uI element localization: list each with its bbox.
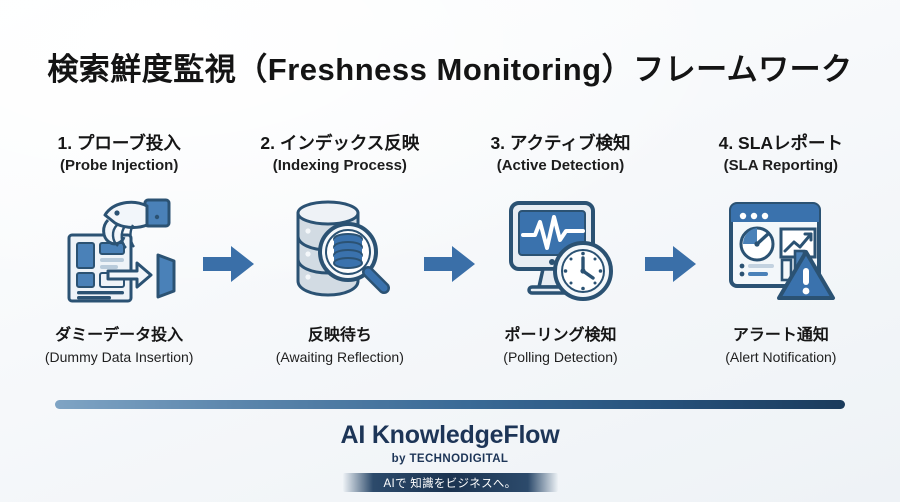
- monitor-pulse-clock-icon: [505, 195, 615, 307]
- step-4-title-en: (SLA Reporting): [723, 157, 839, 175]
- step-1-caption-en: (Dummy Data Insertion): [44, 349, 194, 366]
- step-3-caption-en: (Polling Detection): [503, 349, 618, 366]
- step-1-icon-wrap: [61, 192, 177, 310]
- step-4-sla-reporting: 4. SLAレポート (SLA Reporting): [702, 132, 860, 367]
- arrow-right-icon: [644, 244, 697, 289]
- robot-hand-document-injection-icon: [61, 195, 177, 307]
- brand-name: AI KnowledgeFlow: [340, 421, 560, 449]
- step-2-icon-wrap: [284, 192, 396, 310]
- step-3-icon-wrap: [505, 192, 615, 310]
- step-2-caption: 反映待ち (Awaiting Reflection): [276, 326, 404, 367]
- step-2-title-en: (Indexing Process): [272, 157, 407, 175]
- step-4-heading: 4. SLAレポート (SLA Reporting): [719, 132, 843, 176]
- step-1-caption-ja: ダミーデータ投入: [55, 326, 184, 344]
- step-1-caption: ダミーデータ投入 (Dummy Data Insertion): [45, 326, 194, 367]
- step-3-active-detection: 3. アクティブ検知 (Active Detection): [481, 132, 639, 367]
- arrow-2: [419, 244, 481, 289]
- footer-branding: AI KnowledgeFlow by TECHNODIGITAL AIで 知識…: [0, 421, 900, 492]
- dashboard-alert-icon: [726, 198, 836, 304]
- step-3-caption-ja: ポーリング検知: [504, 326, 617, 344]
- step-1-title-en: (Probe Injection): [60, 157, 179, 175]
- step-4-caption-en: (Alert Notification): [725, 349, 837, 366]
- arrow-1: [198, 244, 260, 289]
- step-4-caption-ja: アラート通知: [732, 326, 829, 344]
- step-2-caption-en: (Awaiting Reflection): [275, 349, 404, 366]
- step-4-caption: アラート通知 (Alert Notification): [725, 326, 836, 367]
- step-2-title-ja: 2. インデックス反映: [260, 133, 420, 153]
- step-3-caption: ポーリング検知 (Polling Detection): [503, 326, 617, 367]
- step-3-heading: 3. アクティブ検知 (Active Detection): [490, 132, 630, 176]
- step-4-icon-wrap: [726, 192, 836, 310]
- step-2-caption-ja: 反映待ち: [307, 326, 372, 344]
- step-3-title-ja: 3. アクティブ検知: [490, 133, 631, 153]
- database-magnifier-icon: [284, 195, 396, 307]
- arrow-right-icon: [424, 244, 476, 289]
- arrow-right-icon: [203, 244, 255, 289]
- brand-byline: by TECHNODIGITAL: [391, 453, 509, 465]
- step-1-probe-injection: 1. プローブ投入 (Probe Injection): [40, 132, 198, 367]
- tagline-bar: AIで 知識をビジネスへ。: [342, 473, 558, 492]
- section-divider: [55, 400, 845, 409]
- arrow-3: [640, 244, 702, 289]
- process-steps-row: 1. プローブ投入 (Probe Injection): [40, 132, 860, 367]
- step-3-title-en: (Active Detection): [496, 157, 625, 175]
- step-2-heading: 2. インデックス反映 (Indexing Process): [260, 132, 419, 176]
- page-title: 検索鮮度監視（Freshness Monitoring）フレームワーク: [47, 52, 853, 87]
- tagline-text: AIで 知識をビジネスへ。: [383, 477, 517, 490]
- step-1-heading: 1. プローブ投入 (Probe Injection): [57, 132, 180, 176]
- step-2-indexing-process: 2. インデックス反映 (Indexing Process): [260, 132, 419, 367]
- step-4-title-ja: 4. SLAレポート: [718, 133, 844, 153]
- step-1-title-ja: 1. プローブ投入: [57, 133, 181, 153]
